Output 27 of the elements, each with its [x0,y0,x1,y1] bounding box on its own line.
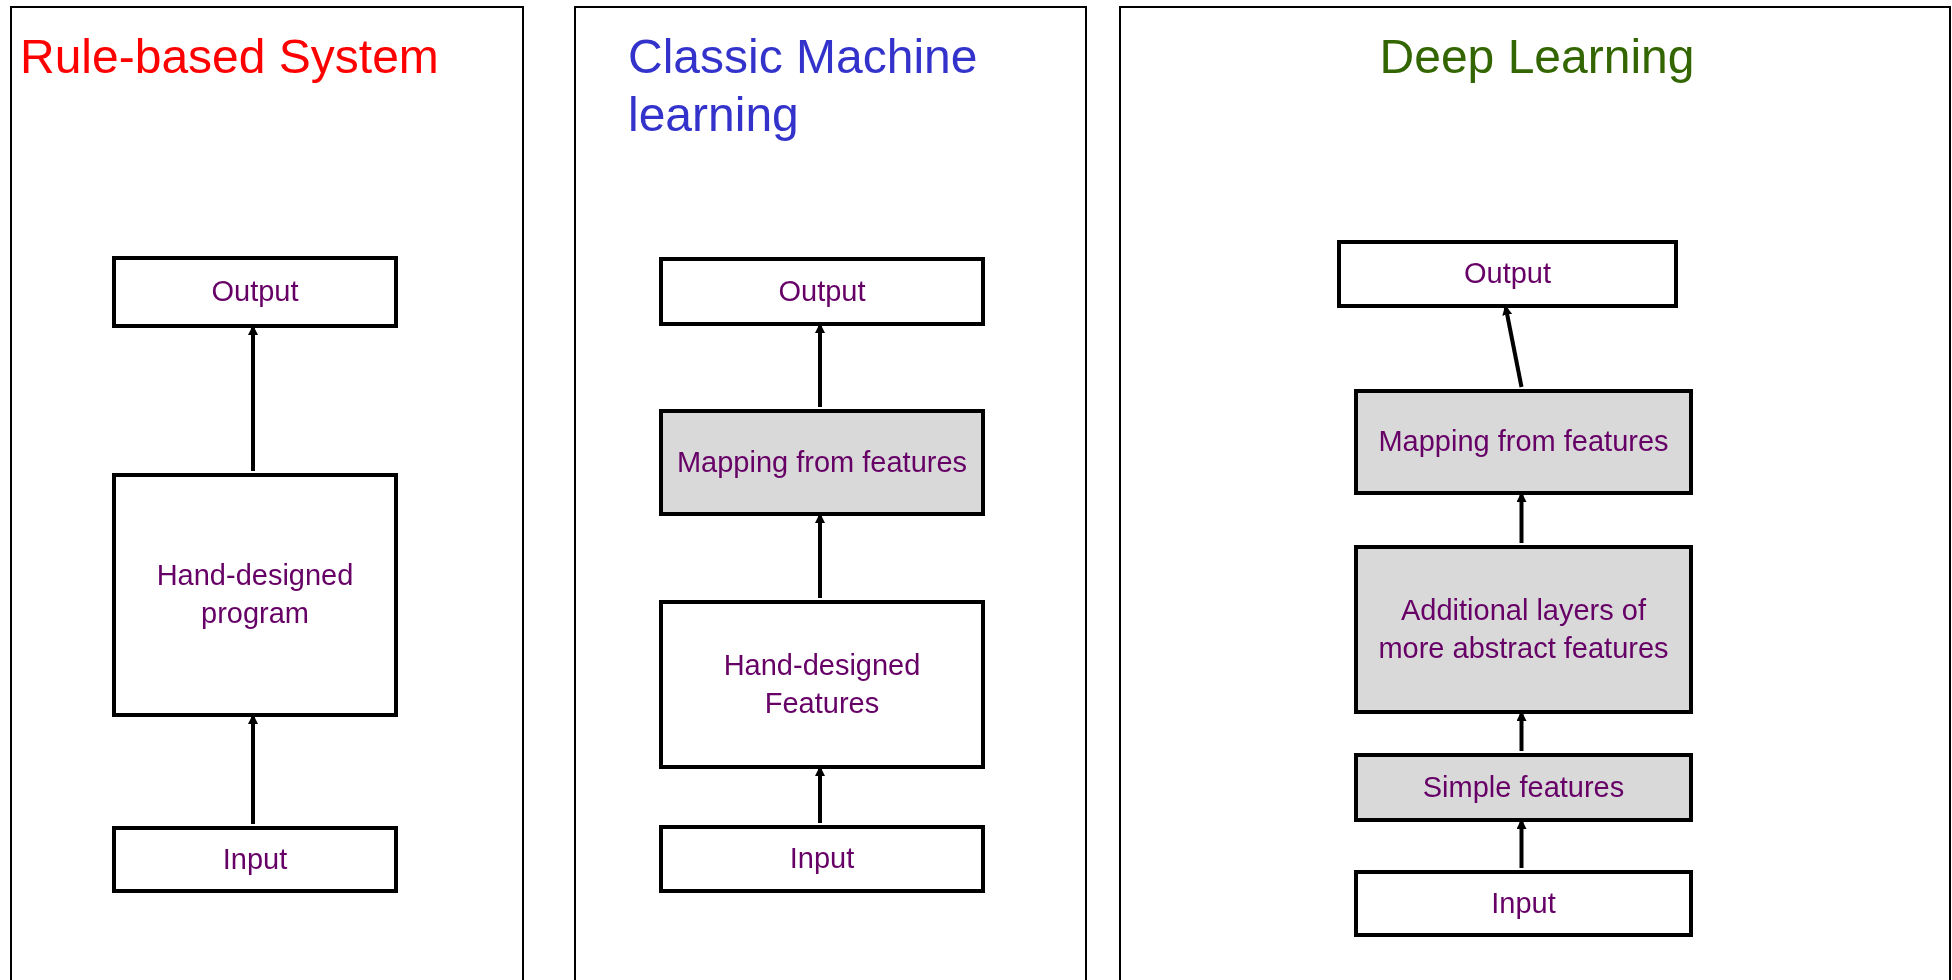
arrow [1516,492,1527,543]
process-box: Output [1337,240,1678,308]
process-box: Input [1354,870,1693,937]
arrow [248,714,258,824]
arrow [815,766,825,823]
process-box: Hand-designed program [112,473,398,717]
panel-title: Rule-based System [20,29,440,85]
process-box: Hand-designed Features [659,600,985,769]
panel [574,6,1087,980]
process-box: Mapping from features [659,409,985,516]
arrow [1516,819,1527,868]
arrow [1502,305,1524,388]
process-box: Input [112,826,398,893]
process-box: Output [112,256,398,328]
process-box: Additional layers of more abstract features [1354,545,1693,714]
process-box: Output [659,257,985,326]
arrow [1516,711,1527,751]
panel-title: Classic Machine learning [628,29,979,143]
process-box: Simple features [1354,753,1693,822]
arrow [815,323,825,407]
panel [10,6,524,980]
process-box: Mapping from features [1354,389,1693,495]
panel-title: Deep Learning [1378,29,1696,85]
panel [1119,6,1951,980]
arrow [248,325,258,471]
process-box: Input [659,825,985,893]
arrow [815,513,825,598]
